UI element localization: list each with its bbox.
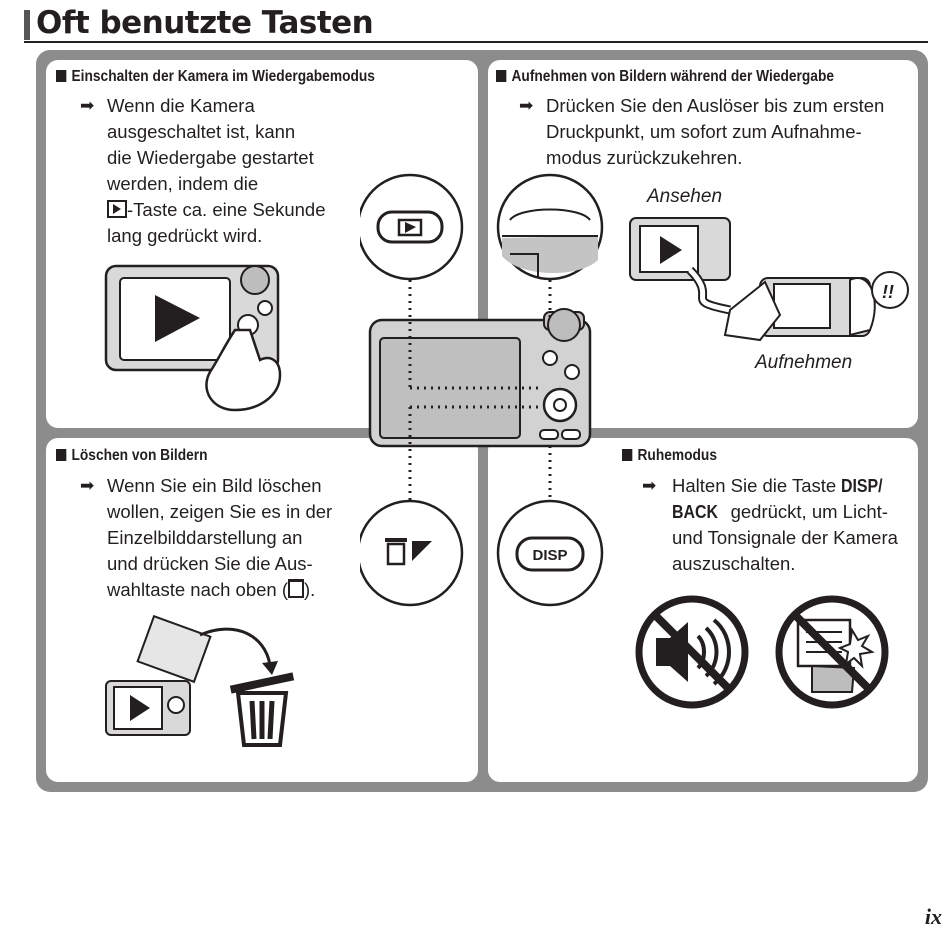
view-to-shoot-illustration: !! [629,217,909,342]
bullet-square [56,70,67,82]
text-delete: Wenn Sie ein Bild löschen wollen, zeigen… [107,475,333,600]
camera-playback-illustration [104,264,282,412]
page-title: Oft benutzte Tasten [36,5,374,41]
arrow-right-icon: ➡ [642,476,657,495]
no-sound-icon [635,595,749,709]
camera-back-diagram: DISP [360,173,604,607]
heading-silent: Ruhemodus [622,447,717,465]
bullet-square [622,449,633,461]
label-view: Ansehen [647,186,723,207]
no-flash-icon [775,595,889,709]
bullet-square [56,449,67,461]
delete-illustration [105,615,295,747]
heading-shooting: Aufnehmen von Bildern während der Wieder… [496,68,834,86]
arrow-right-icon: ➡ [519,96,534,115]
text-playback: Wenn die Kamera ausgeschaltet ist, kann … [107,95,326,246]
disp-label: DISP [532,547,567,564]
title-rule [24,41,928,43]
arrow-right-icon: ➡ [80,96,95,115]
page-number: ix [924,904,942,929]
title-bar [24,10,30,40]
trash-icon [386,542,406,566]
disp-button-icon [515,536,585,572]
text-silent: Halten Sie die Taste DISP/ BACK gedrückt… [672,475,898,574]
callout-delete [360,499,464,607]
trash-icon [288,579,305,598]
label-shoot: Aufnehmen [755,352,853,373]
text-shooting: Drücken Sie den Auslöser bis zum ersten … [546,95,885,168]
heading-delete: Löschen von Bildern [56,447,208,465]
exclaim-text: !! [882,282,894,302]
play-button-icon [107,200,127,218]
bullet-square [496,70,507,82]
heading-playback: Einschalten der Kamera im Wiedergabemodu… [56,68,375,86]
arrow-right-icon: ➡ [80,476,95,495]
